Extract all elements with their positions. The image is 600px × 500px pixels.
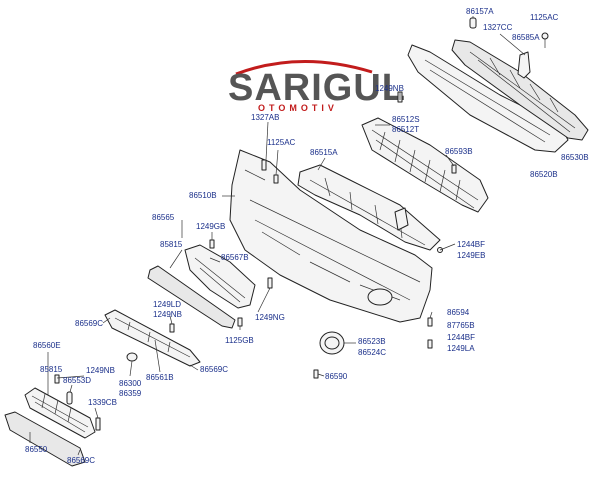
label-1249NG: 1249NG xyxy=(255,313,285,322)
label-1249LA: 1249LA xyxy=(447,344,475,353)
label-1249LD: 1249LD xyxy=(153,300,181,309)
part-86523B-fog-cover xyxy=(319,331,345,355)
label-1249GB: 1249GB xyxy=(196,222,225,231)
label-86530B: 86530B xyxy=(561,153,589,162)
part-1339CB-screw xyxy=(95,417,101,431)
label-86510B: 86510B xyxy=(189,191,217,200)
label-86359: 86359 xyxy=(119,389,142,398)
label-86512T: 86512T xyxy=(392,125,419,134)
logo-sub-text: OTOMOTIV xyxy=(258,103,338,113)
label-87765B: 87765B xyxy=(447,321,475,330)
part-1249GB-bolt xyxy=(209,239,215,249)
label-86569C-c: 86569C xyxy=(67,456,95,465)
part-86593B-clip xyxy=(451,164,457,174)
label-85815-a: 85815 xyxy=(160,240,183,249)
label-1339CB: 1339CB xyxy=(88,398,117,407)
label-86565: 86565 xyxy=(152,213,175,222)
label-85815-b: 85815 xyxy=(40,365,63,374)
label-1327AB: 1327AB xyxy=(251,113,279,122)
label-86585A: 86585A xyxy=(512,33,540,42)
part-86157A-clip xyxy=(469,17,477,29)
fog-lamp-hole xyxy=(367,288,393,306)
label-86550: 86550 xyxy=(25,445,48,454)
label-86593B: 86593B xyxy=(445,147,473,156)
part-86510B-bumper-cover xyxy=(229,149,433,323)
label-86300: 86300 xyxy=(119,379,142,388)
label-1249NB-low: 1249NB xyxy=(86,366,115,375)
part-86515A-reinforcement xyxy=(297,164,441,251)
part-86594-screw xyxy=(427,317,433,349)
part-1249NG-bolt xyxy=(267,277,273,289)
leader-lines xyxy=(29,16,526,456)
label-86569C-a: 86569C xyxy=(75,319,103,328)
label-86515A: 86515A xyxy=(310,148,338,157)
logo-swoosh-icon xyxy=(235,60,373,76)
label-86560E: 86560E xyxy=(33,341,61,350)
part-86565-lip xyxy=(147,265,236,329)
label-1125AC-mid: 1125AC xyxy=(267,138,296,147)
label-86561B: 86561B xyxy=(146,373,174,382)
part-86585A-bracket xyxy=(517,51,531,79)
label-86520B: 86520B xyxy=(530,170,558,179)
part-86530B-bumper-beam xyxy=(451,39,589,141)
label-86590: 86590 xyxy=(325,372,348,381)
part-86300-emblem xyxy=(126,352,138,362)
label-1249NB-mid: 1249NB xyxy=(153,310,182,319)
label-1125AC-top: 1125AC xyxy=(530,13,559,22)
label-1249NB-top: 1249NB xyxy=(375,84,404,93)
label-1327CC: 1327CC xyxy=(483,23,513,32)
brand-logo: SARIGUL OTOMOTIV xyxy=(228,60,406,113)
label-86553D: 86553D xyxy=(63,376,91,385)
label-86157A: 86157A xyxy=(466,7,494,16)
part-86553D-cap xyxy=(66,391,73,405)
label-1244BF-b: 1244BF xyxy=(447,333,475,342)
part-86590-screw xyxy=(313,369,319,379)
part-86561B-garnish xyxy=(104,309,201,367)
part-86567B-bracket xyxy=(184,244,256,309)
part-86560E-grille xyxy=(24,387,96,439)
label-86524C: 86524C xyxy=(358,348,386,357)
label-1244BF-a: 1244BF xyxy=(457,240,485,249)
label-86594: 86594 xyxy=(447,308,470,317)
part-86520B-energy-absorber xyxy=(407,44,569,153)
part-labels: 86157A 1125AC 1327CC 86585A 86530B 86520… xyxy=(25,7,589,465)
label-1249EB: 1249EB xyxy=(457,251,485,260)
part-86550-spoiler xyxy=(4,411,86,467)
part-86512S-lower-grille xyxy=(361,117,489,213)
label-1125GB: 1125GB xyxy=(225,336,254,345)
label-86567B: 86567B xyxy=(221,253,249,262)
logo-main-text: SARIGUL xyxy=(228,67,406,109)
label-86523B: 86523B xyxy=(358,337,386,346)
part-1125AC-bolt-top xyxy=(541,32,549,48)
label-86569C-b: 86569C xyxy=(200,365,228,374)
label-86512S: 86512S xyxy=(392,115,420,124)
